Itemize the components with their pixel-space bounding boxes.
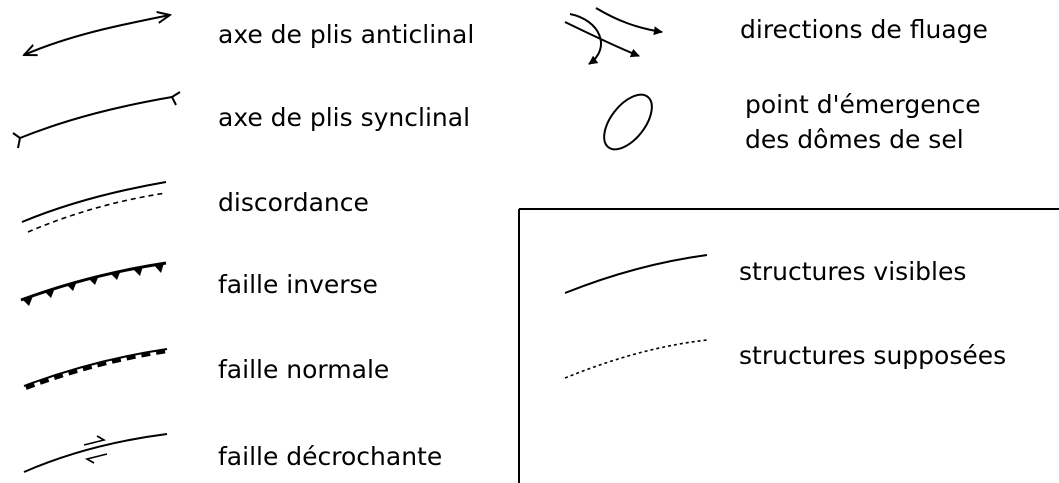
label-synclinal: axe de plis synclinal [218,103,471,132]
label-faille-normale: faille normale [218,355,390,384]
label-discordance: discordance [218,188,369,217]
dotted-line-icon [564,339,708,379]
flow-arrows-icon [564,7,663,65]
label-faille-inverse: faille inverse [218,270,378,299]
legend-box [518,208,1059,483]
label-fluage: directions de fluage [740,15,988,44]
label-structures-visibles: structures visibles [739,257,967,286]
strike-slip-fault-icon [23,433,168,473]
ellipse-icon [603,93,653,151]
label-structures-supposees: structures supposées [739,341,1007,370]
unconformity-icon [21,181,167,233]
solid-line-icon [564,254,708,294]
double-arrow-icon [24,15,170,55]
label-emergence-line1: point d'émergence [745,90,981,119]
synclinal-axis-icon [12,91,181,149]
label-faille-decrochante: faille décrochante [218,442,443,471]
label-anticlinal: axe de plis anticlinal [218,20,475,49]
normal-fault-icon [23,348,169,390]
label-emergence-line2: des dômes de sel [745,125,964,154]
reverse-fault-icon [20,261,167,306]
